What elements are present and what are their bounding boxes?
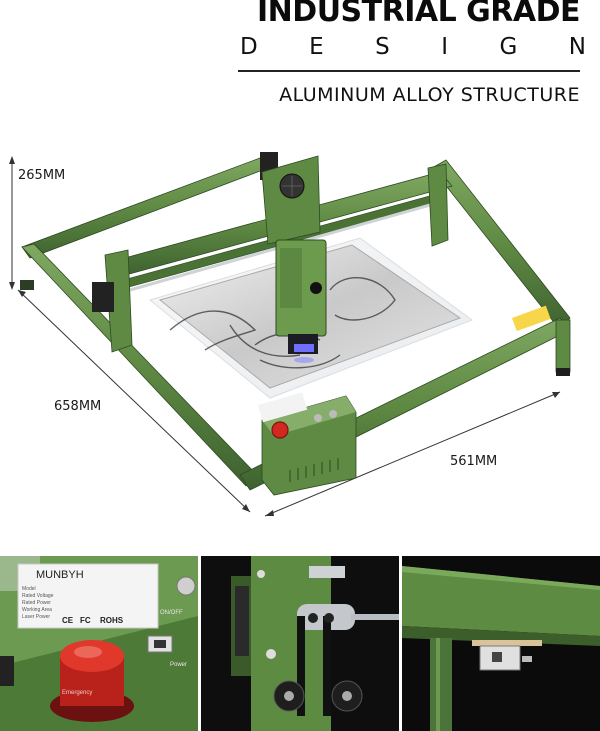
switch-label: ON/OFF — [160, 610, 183, 616]
dimension-lines — [11, 158, 561, 517]
limit-switch-closeup — [402, 556, 600, 731]
spec-line: Laser Power — [22, 614, 50, 620]
height-dimension-label: 265MM — [18, 168, 66, 183]
headline: INDUSTRIAL GRADE — [257, 0, 580, 29]
belt-pulley-closeup — [201, 556, 399, 731]
rohs-mark: ROHS — [100, 616, 124, 625]
width-dimension-label: 561MM — [450, 454, 498, 469]
design-letter: S — [375, 34, 390, 60]
label-brand: MUNBYH — [36, 569, 84, 581]
design-letter: I — [441, 34, 449, 60]
design-letter: D — [240, 34, 258, 60]
detail-panel-limit-switch — [402, 556, 600, 731]
emergency-label: Emergency — [62, 690, 92, 696]
design-letter: N — [568, 34, 586, 60]
subheadline: ALUMINUM ALLOY STRUCTURE — [279, 84, 580, 106]
design-letter: E — [309, 34, 324, 60]
spec-line: Working Area — [22, 607, 52, 613]
design-letter: G — [499, 34, 518, 60]
design-word: D E S I G N — [240, 34, 586, 60]
ce-mark: CE — [62, 616, 74, 625]
fcc-mark: FC — [80, 616, 91, 625]
control-box-closeup: MUNBYH Model Rated Voltage Rated Power W… — [0, 556, 198, 731]
power-label: Power — [170, 662, 187, 668]
detail-panel-belt-pulley — [201, 556, 399, 731]
spec-line: Rated Power — [22, 600, 51, 606]
spec-line: Model — [22, 586, 36, 592]
detail-panel-control-box: MUNBYH Model Rated Voltage Rated Power W… — [0, 556, 198, 731]
laser-engraver-illustration — [9, 152, 571, 517]
detail-photo-strip: MUNBYH Model Rated Voltage Rated Power W… — [0, 556, 600, 731]
header-divider — [238, 70, 580, 72]
spec-line: Rated Voltage — [22, 593, 54, 599]
depth-dimension-label: 658MM — [54, 399, 102, 414]
